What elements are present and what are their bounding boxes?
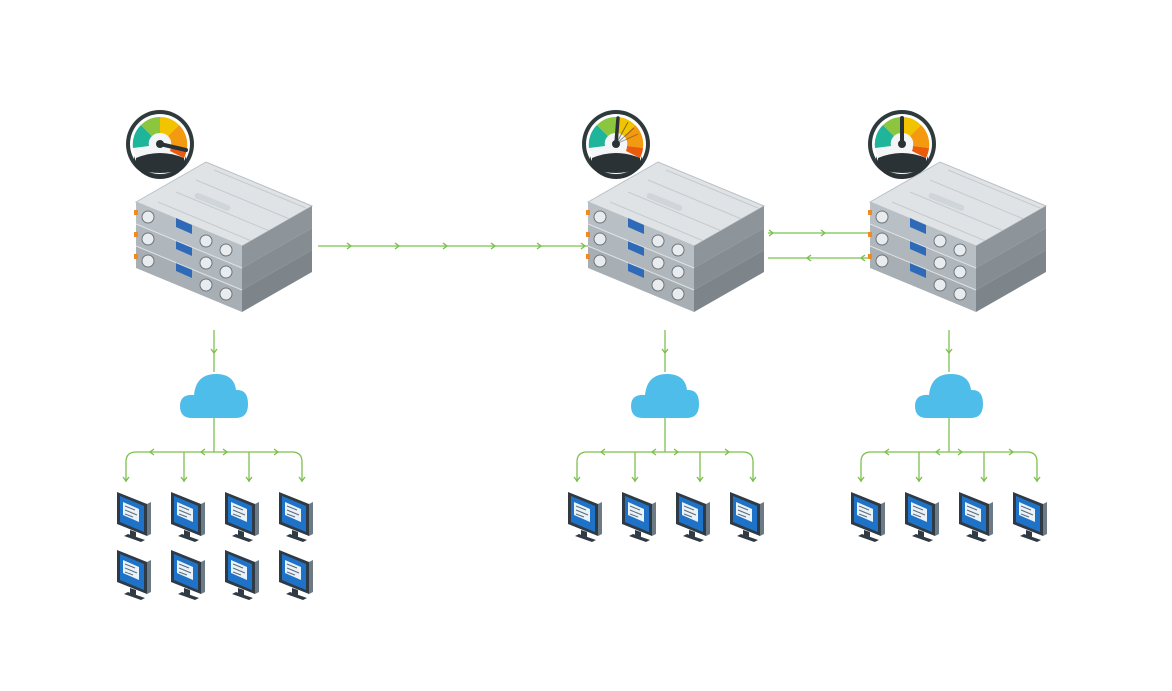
monitor-icon (958, 491, 994, 543)
cloud-icon (631, 374, 699, 418)
monitor-icon (675, 491, 711, 543)
monitor-icon (850, 491, 886, 543)
node-server-b (567, 110, 765, 543)
monitor-icon (729, 491, 765, 543)
speed-gauge-icon (126, 110, 194, 180)
monitor-icon (170, 549, 206, 601)
clients-b (567, 491, 765, 543)
node-server-a (116, 110, 314, 601)
monitor-icon (116, 491, 152, 543)
monitor-icon (567, 491, 603, 543)
cloud-icon (180, 374, 248, 418)
monitor-icon (224, 491, 260, 543)
clients-a (116, 491, 314, 601)
speed-gauge-icon (582, 110, 650, 180)
monitor-icon (116, 549, 152, 601)
uplink-a (125, 330, 303, 482)
speed-gauge-icon (868, 110, 936, 180)
node-server-c (850, 110, 1048, 543)
monitor-icon (904, 491, 940, 543)
link-lines (318, 232, 870, 259)
monitor-icon (278, 491, 314, 543)
server-rack-icon (585, 161, 765, 313)
cloud-icon (915, 374, 983, 418)
monitor-icon (1012, 491, 1048, 543)
uplink-c (860, 330, 1038, 482)
uplink-b (576, 330, 754, 482)
monitor-icon (224, 549, 260, 601)
monitor-icon (621, 491, 657, 543)
server-rack-icon (867, 161, 1047, 313)
clients-c (850, 491, 1048, 543)
monitor-icon (170, 491, 206, 543)
server-rack-icon (133, 161, 313, 313)
monitor-icon (278, 549, 314, 601)
